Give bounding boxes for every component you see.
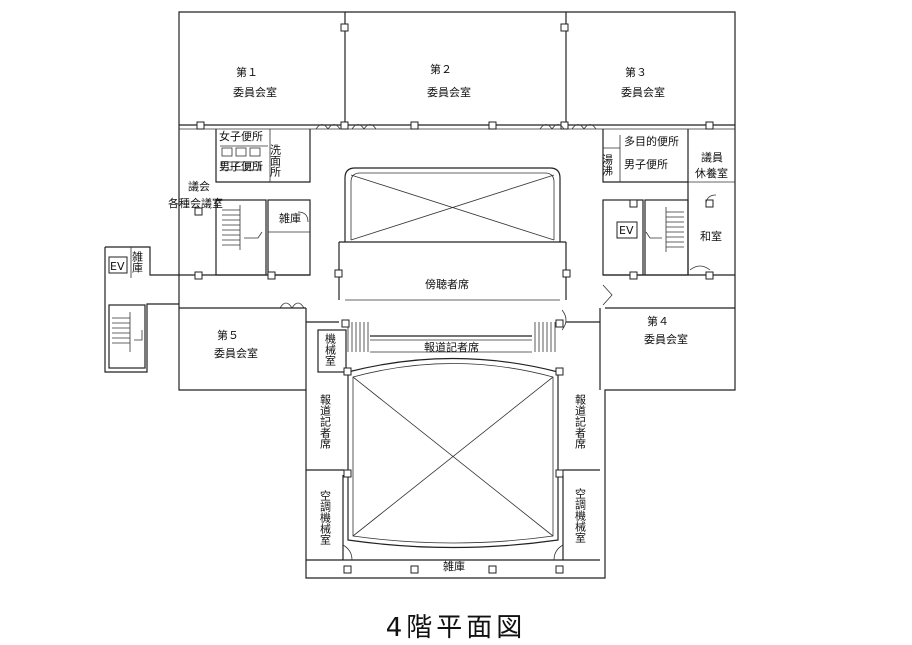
- label-public-gallery: 傍聴者席: [425, 277, 469, 291]
- label-machine-room: 機械室: [324, 332, 337, 366]
- label-committee-1: 委員会室: [233, 85, 277, 99]
- label-mens-toilet-left: 男子便所: [219, 160, 263, 173]
- label-multipurpose-toilet: 多目的便所: [624, 134, 679, 148]
- stairs-right: [644, 199, 689, 276]
- label-ev-left: EV: [110, 260, 125, 273]
- label-press-gallery-right: 報道記者席: [574, 394, 587, 450]
- right-wing: [602, 129, 735, 306]
- atrium-upper: [334, 167, 571, 301]
- label-lounge-1: 議員: [701, 150, 723, 164]
- label-committee-5: 委員会室: [214, 346, 258, 360]
- label-storage-bottom: 雑庫: [443, 559, 465, 573]
- label-committee-5-no: 第５: [217, 328, 239, 342]
- label-committee-4-no: 第４: [647, 314, 669, 328]
- label-ev-right: EV: [619, 224, 634, 237]
- label-ac-room-right: 空調機械室: [574, 487, 587, 543]
- label-committee-3-no: 第３: [625, 65, 647, 79]
- label-committee-3: 委員会室: [621, 85, 665, 99]
- ev-block: [104, 246, 179, 373]
- label-lounge-2: 休養室: [695, 166, 728, 180]
- building-outline: [178, 11, 736, 579]
- atrium-lower: [343, 357, 564, 574]
- label-storage-left: 雑庫: [279, 211, 301, 225]
- label-womens-toilet: 女子便所: [219, 129, 263, 143]
- label-mens-toilet-right: 男子便所: [624, 158, 668, 171]
- plan-title: 4階平面図: [386, 613, 527, 643]
- label-committee-2: 委員会室: [427, 85, 471, 99]
- side-rooms-lower: [306, 469, 600, 561]
- label-committee-4: 委員会室: [644, 332, 688, 346]
- label-storage-ev: 雑庫: [131, 250, 144, 274]
- label-press-gallery-top: 報道記者席: [424, 340, 479, 354]
- label-council-2: 各種会議室: [168, 196, 223, 210]
- left-wing: [179, 129, 311, 280]
- committee-rooms-top: [179, 12, 735, 130]
- label-ac-room-left: 空調機械室: [319, 489, 332, 545]
- label-committee-1-no: 第１: [236, 65, 258, 79]
- label-hot-water: 湯沸: [601, 154, 614, 176]
- label-washroom: 洗面所: [269, 144, 282, 178]
- press-gallery-top-area: [306, 309, 600, 373]
- label-japanese-room: 和室: [700, 229, 722, 243]
- stairs-left: [222, 205, 263, 250]
- label-press-gallery-left: 報道記者席: [319, 394, 332, 450]
- room-labels: 第１ 委員会室 第２ 委員会室 第３ 委員会室 女子便所 男子便所 洗面所 議会…: [110, 62, 728, 573]
- label-council-1: 議会: [188, 179, 210, 193]
- label-committee-2-no: 第２: [430, 62, 452, 76]
